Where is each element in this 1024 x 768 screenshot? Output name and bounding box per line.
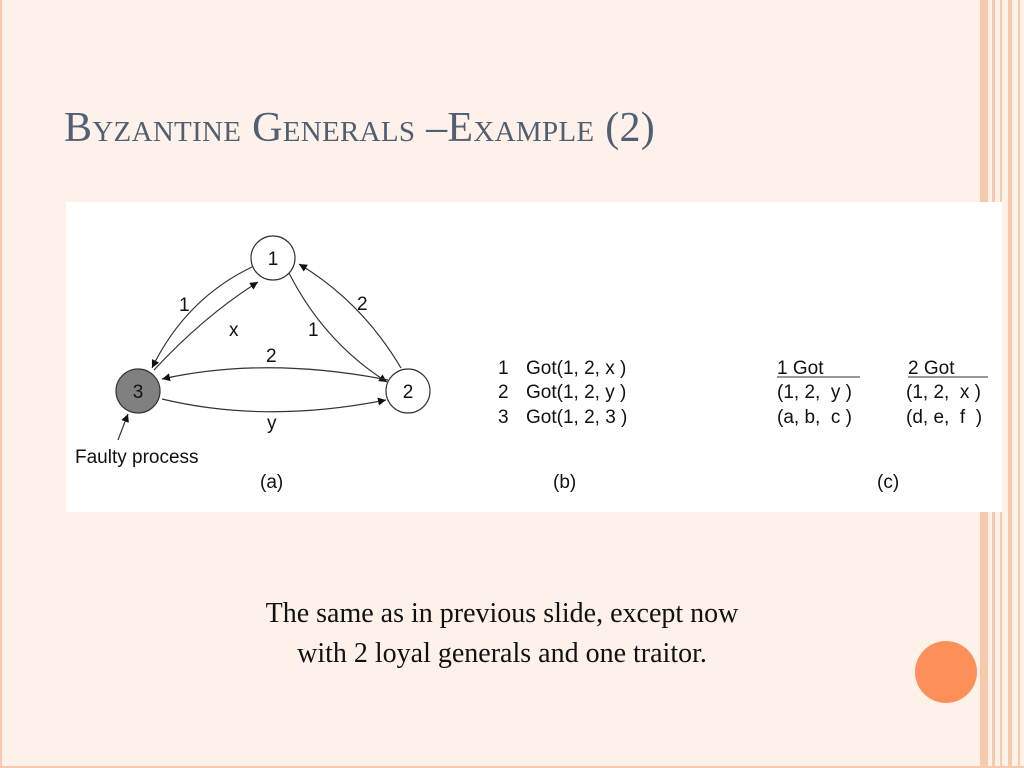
edge-3-to-1 <box>153 281 259 371</box>
edge-label-3-to-1: x <box>229 320 239 341</box>
decor-stripe <box>1008 0 1012 768</box>
table-c-col2-row2: (d, e, f ) <box>906 407 982 428</box>
edge-2-to-3 <box>161 367 389 382</box>
edge-1-to-3 <box>151 265 255 369</box>
got-row-2-text: Got(1, 2, y ) <box>526 382 626 403</box>
got-row-2-id: 2 <box>498 382 509 403</box>
edge-label-2-to-1: 2 <box>357 294 368 315</box>
slide-caption: The same as in previous slide, except no… <box>152 594 852 674</box>
node-1 <box>250 235 296 281</box>
edge-label-1-to-3: 1 <box>179 295 190 316</box>
faulty-pointer <box>117 413 129 441</box>
edge-label-2-to-3: 2 <box>266 346 277 367</box>
panel-b-label: (b) <box>553 472 576 493</box>
caption-line-1: The same as in previous slide, except no… <box>265 598 739 629</box>
node-3-label: 3 <box>133 382 144 403</box>
slide-title: Byzantine Generals –Example (2) <box>64 105 656 151</box>
diagram-figure: 1 2 3 1 x 1 2 2 y Faulty process (a) 1 G… <box>66 202 1002 512</box>
edge-2-to-1 <box>298 263 402 369</box>
table-c-col1-header: 1 Got <box>777 358 824 379</box>
got-row-3-text: Got(1, 2, 3 ) <box>526 407 627 428</box>
edge-label-1-to-2: 1 <box>308 320 319 341</box>
panel-a-label: (a) <box>260 472 283 493</box>
edge-3-to-2 <box>161 397 387 413</box>
node-2-label: 2 <box>403 382 414 403</box>
faulty-process-label: Faulty process <box>75 447 199 468</box>
got-row-3-id: 3 <box>498 407 509 428</box>
table-c-col2-header: 2 Got <box>908 358 955 379</box>
table-c-col1-row2: (a, b, c ) <box>777 407 852 428</box>
got-row-1-id: 1 <box>498 358 509 379</box>
panel-c-label: (c) <box>877 472 899 493</box>
node-3-faulty <box>115 368 161 414</box>
diagram-svg: 1 2 3 1 x 1 2 2 y Faulty process (a) 1 G… <box>75 235 988 493</box>
edge-1-to-2 <box>288 272 388 383</box>
node-2 <box>385 368 431 414</box>
edge-label-3-to-2: y <box>267 413 277 434</box>
decor-stripe <box>1018 0 1020 768</box>
node-1-label: 1 <box>268 249 279 270</box>
caption-line-2: with 2 loyal generals and one traitor. <box>297 638 707 669</box>
decor-circle <box>915 641 977 703</box>
got-row-1-text: Got(1, 2, x ) <box>526 358 626 379</box>
table-c-col1-row1: (1, 2, y ) <box>777 382 852 403</box>
table-c-col2-row1: (1, 2, x ) <box>906 382 981 403</box>
